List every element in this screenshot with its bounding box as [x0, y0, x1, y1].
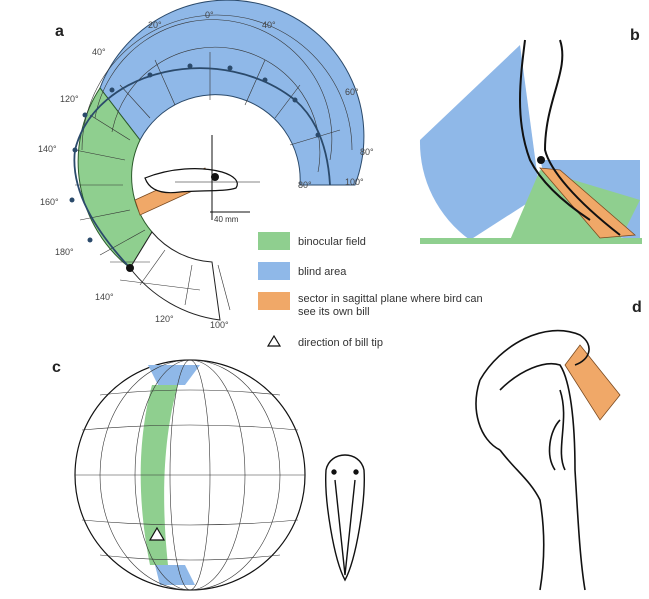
panel-b: b [420, 27, 642, 244]
degree-label: 160° [40, 197, 59, 207]
degree-label: 60° [345, 87, 359, 97]
legend: binocular field blind area sector in sag… [258, 232, 483, 349]
degree-label: 80° [360, 147, 374, 157]
legend-binocular-label: binocular field [298, 236, 366, 248]
panel-d: d [476, 299, 642, 590]
degree-label: 80° [298, 180, 312, 190]
blind-area-band [100, 0, 364, 185]
bird-head-a [135, 135, 260, 220]
degree-label: 120° [60, 94, 79, 104]
panel-d-letter: d [632, 299, 642, 316]
legend-sector-label-1: sector in sagittal plane where bird can [298, 293, 483, 305]
bill-tip-marker-a [126, 264, 134, 272]
bill-sector-d [565, 345, 620, 420]
legend-swatch-binocular [258, 232, 290, 250]
bird-head-front-c [326, 455, 365, 580]
legend-bill-tip-label: direction of bill tip [298, 337, 383, 349]
legend-blind-label: blind area [298, 266, 347, 278]
degree-label: 20° [148, 20, 162, 30]
degree-label: 120° [155, 314, 174, 324]
degree-label: 140° [38, 144, 57, 154]
degree-label: 40° [262, 20, 276, 30]
ground-line-b [420, 238, 642, 244]
legend-sector-label-2: see its own bill [298, 306, 370, 318]
degree-label: 100° [210, 320, 229, 330]
bill-tip-triangle-icon [268, 336, 280, 346]
scale-bar: 40 mm [210, 212, 250, 224]
degree-label: 40° [92, 47, 106, 57]
legend-swatch-blind [258, 262, 290, 280]
panel-a-letter: a [55, 23, 64, 40]
legend-swatch-sector [258, 292, 290, 310]
degree-label: 140° [95, 292, 114, 302]
panel-a: a [38, 0, 374, 330]
lower-grid-band [130, 232, 220, 320]
scale-bar-label: 40 mm [214, 215, 239, 224]
panel-c: c [52, 359, 364, 590]
degree-label: 180° [55, 247, 74, 257]
degree-label: 100° [345, 177, 364, 187]
degree-label: 0° [205, 10, 214, 20]
panel-c-letter: c [52, 359, 61, 376]
eye-b [537, 156, 545, 164]
panel-b-letter: b [630, 27, 640, 44]
